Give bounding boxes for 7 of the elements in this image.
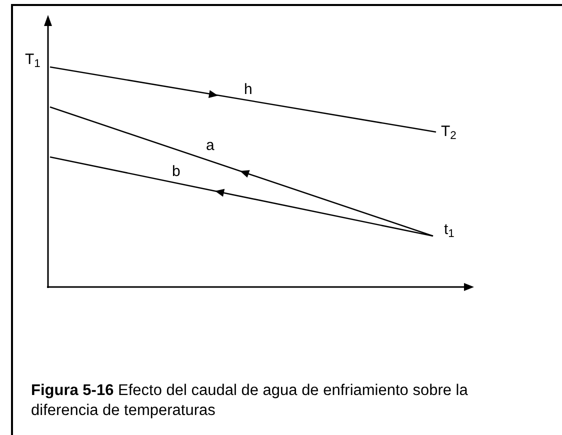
curve-label: b bbox=[172, 164, 180, 179]
curve-label: t$_{1}$ bbox=[444, 222, 454, 237]
curve-label: a bbox=[206, 138, 214, 153]
curve-label: T$_{1}$ bbox=[25, 52, 40, 67]
curve-label: T$_{2}$ bbox=[441, 124, 456, 139]
figure-caption: Figura 5-16 Efecto del caudal de agua de enfriamiento sobre la diferencia de temperaturas bbox=[31, 381, 469, 421]
curve-label: h bbox=[244, 82, 252, 97]
